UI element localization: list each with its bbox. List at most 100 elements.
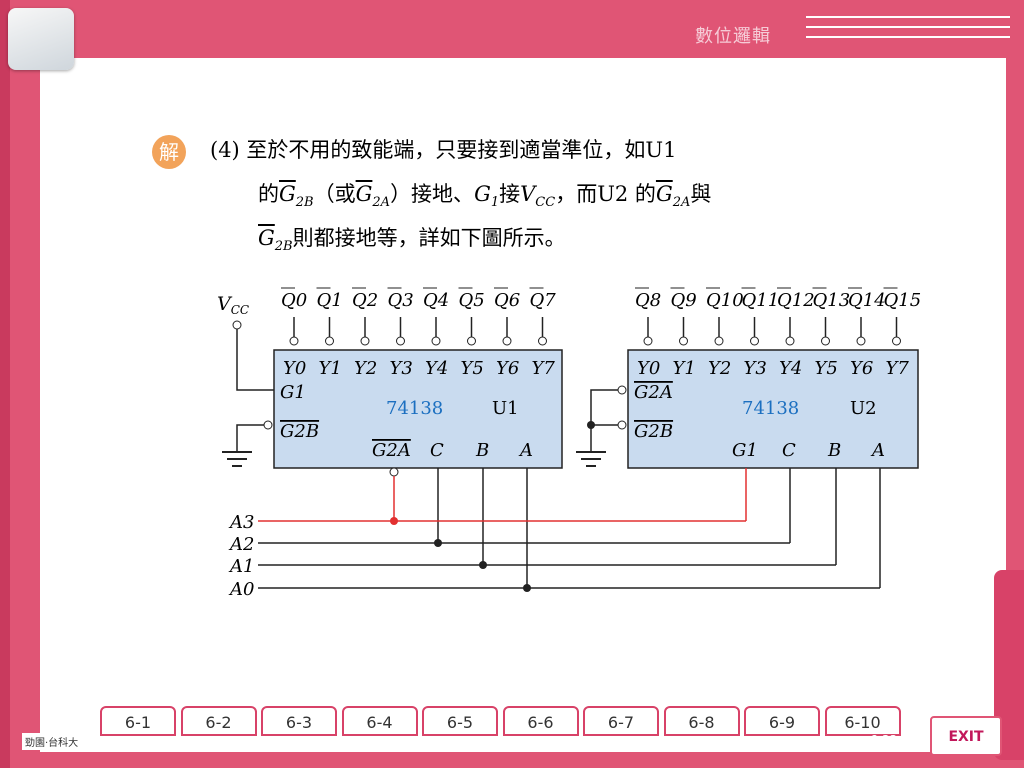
a1-junction — [479, 561, 487, 569]
u1-g2b-bubble — [263, 420, 273, 430]
u1-output-terminal — [289, 336, 299, 346]
answer-badge: 解 — [152, 135, 186, 169]
u1-label: U1 — [492, 398, 519, 419]
brand-logo: 勁園·台科大 — [22, 733, 82, 750]
input-label: A2 — [228, 534, 254, 555]
u1-output-terminal — [360, 336, 370, 346]
u2-y-label: Y0 — [637, 358, 660, 379]
u1-output-label: Q2 — [352, 290, 378, 311]
u1-c-label: C — [430, 440, 444, 461]
left-frame — [0, 0, 10, 768]
input-label: A0 — [228, 579, 254, 600]
u1-output-terminal — [502, 336, 512, 346]
u1-ground-wire — [236, 424, 264, 452]
u1-g2a-bubble — [389, 467, 399, 477]
u2-output-label: Q15 — [884, 290, 922, 311]
u1-output-label: Q4 — [423, 290, 449, 311]
page-number: 6-33 — [870, 733, 898, 747]
logo-icon — [8, 8, 74, 70]
u2-output-terminal — [714, 336, 724, 346]
u2-ground-wire — [590, 389, 618, 452]
u1-output-terminal — [538, 336, 547, 346]
u2-output-label: Q13 — [813, 290, 851, 311]
u1-output-terminal — [431, 336, 441, 346]
u2-output-terminal — [892, 336, 901, 346]
page-title: 數位邏輯 — [695, 26, 771, 47]
text-line-2: 的G2B（或G2A）接地、G1接VCC，而U2 的G2A與 — [258, 182, 712, 210]
u2-g1-label: G1 — [732, 440, 758, 461]
nav-item-6-8[interactable]: 6-8 — [663, 706, 740, 736]
nav-item-6-2[interactable]: 6-2 — [180, 706, 257, 736]
input-label: A3 — [228, 512, 254, 533]
u1-g1-label: G1 — [280, 382, 306, 403]
u2-y-label: Y7 — [886, 358, 910, 379]
u2-a-label: A — [870, 440, 885, 461]
u2-output-label: Q14 — [848, 290, 886, 311]
u2-output-terminal — [643, 336, 653, 346]
u1-y-label: Y2 — [354, 358, 377, 379]
text-line-3: G2B則都接地等，詳如下圖所示。 — [258, 226, 566, 254]
u1-g2a-label: G2A — [372, 440, 411, 461]
u1-output-terminal — [325, 336, 334, 346]
u2-y-label: Y1 — [673, 358, 696, 379]
nav-item-6-5[interactable]: 6-5 — [422, 706, 498, 736]
nav-item-6-3[interactable]: 6-3 — [261, 706, 337, 736]
u1-y-label: Y6 — [496, 358, 519, 379]
u2-y-label: Y4 — [779, 358, 802, 379]
exit-button[interactable]: EXIT — [930, 716, 1002, 756]
u1-y-label: Y0 — [283, 358, 306, 379]
u1-output-terminal — [467, 336, 476, 346]
u1-y-label: Y1 — [319, 358, 342, 379]
u2-b-label: B — [827, 440, 841, 461]
vcc-wire — [236, 329, 274, 391]
u2-output-terminal — [750, 336, 759, 346]
u2-g2a-bubble — [617, 385, 627, 395]
nav-item-6-4[interactable]: 6-4 — [341, 706, 418, 736]
u1-output-label: Q0 — [281, 290, 307, 311]
u2-output-label: Q11 — [742, 290, 780, 311]
u2-output-label: Q9 — [671, 290, 697, 311]
u2-y-label: Y5 — [815, 358, 838, 379]
u1-y-label: Y3 — [390, 358, 413, 379]
u2-output-label: Q8 — [635, 290, 661, 311]
chip-u1 — [273, 349, 563, 469]
u2-ground-icon — [576, 451, 606, 467]
u1-y-label: Y4 — [425, 358, 448, 379]
u2-y-label: Y6 — [850, 358, 873, 379]
u2-output-label: Q12 — [777, 290, 815, 311]
vcc-terminal — [232, 320, 242, 330]
nav-item-6-10[interactable]: 6-10 — [824, 706, 901, 736]
u2-c-label: C — [782, 440, 796, 461]
u1-g2b-label: G2B — [280, 421, 319, 442]
u1-chip-name: 74138 — [386, 398, 443, 419]
nav-item-6-9[interactable]: 6-9 — [744, 706, 820, 736]
nav-item-6-7[interactable]: 6-7 — [583, 706, 659, 736]
a2-junction — [434, 539, 442, 547]
u2-g2b-label: G2B — [634, 421, 673, 442]
u2-output-terminal — [856, 336, 866, 346]
vcc-label: VCC — [217, 293, 249, 317]
u2-output-terminal — [821, 336, 830, 346]
a3-junction — [390, 517, 398, 525]
u1-y-label: Y5 — [461, 358, 484, 379]
u1-output-label: Q5 — [459, 290, 485, 311]
text-line-1: (4) 至於不用的致能端，只要接到適當準位，如U1 — [210, 138, 677, 162]
u1-ground-icon — [222, 451, 252, 467]
u2-g2b-bubble — [617, 420, 627, 430]
u2-g2a-label: G2A — [634, 382, 673, 403]
nav-item-6-6[interactable]: 6-6 — [502, 706, 579, 736]
a0-junction — [523, 584, 531, 592]
u1-output-label: Q7 — [530, 290, 557, 311]
u2-y-label: Y3 — [744, 358, 767, 379]
u1-output-terminal — [396, 336, 405, 346]
u2-output-terminal — [785, 336, 795, 346]
chip-u2 — [627, 349, 919, 469]
u2-chip-name: 74138 — [742, 398, 799, 419]
u1-output-label: Q1 — [317, 290, 343, 311]
u1-y-label: Y7 — [532, 358, 556, 379]
nav-item-6-1[interactable]: 6-1 — [100, 706, 176, 736]
